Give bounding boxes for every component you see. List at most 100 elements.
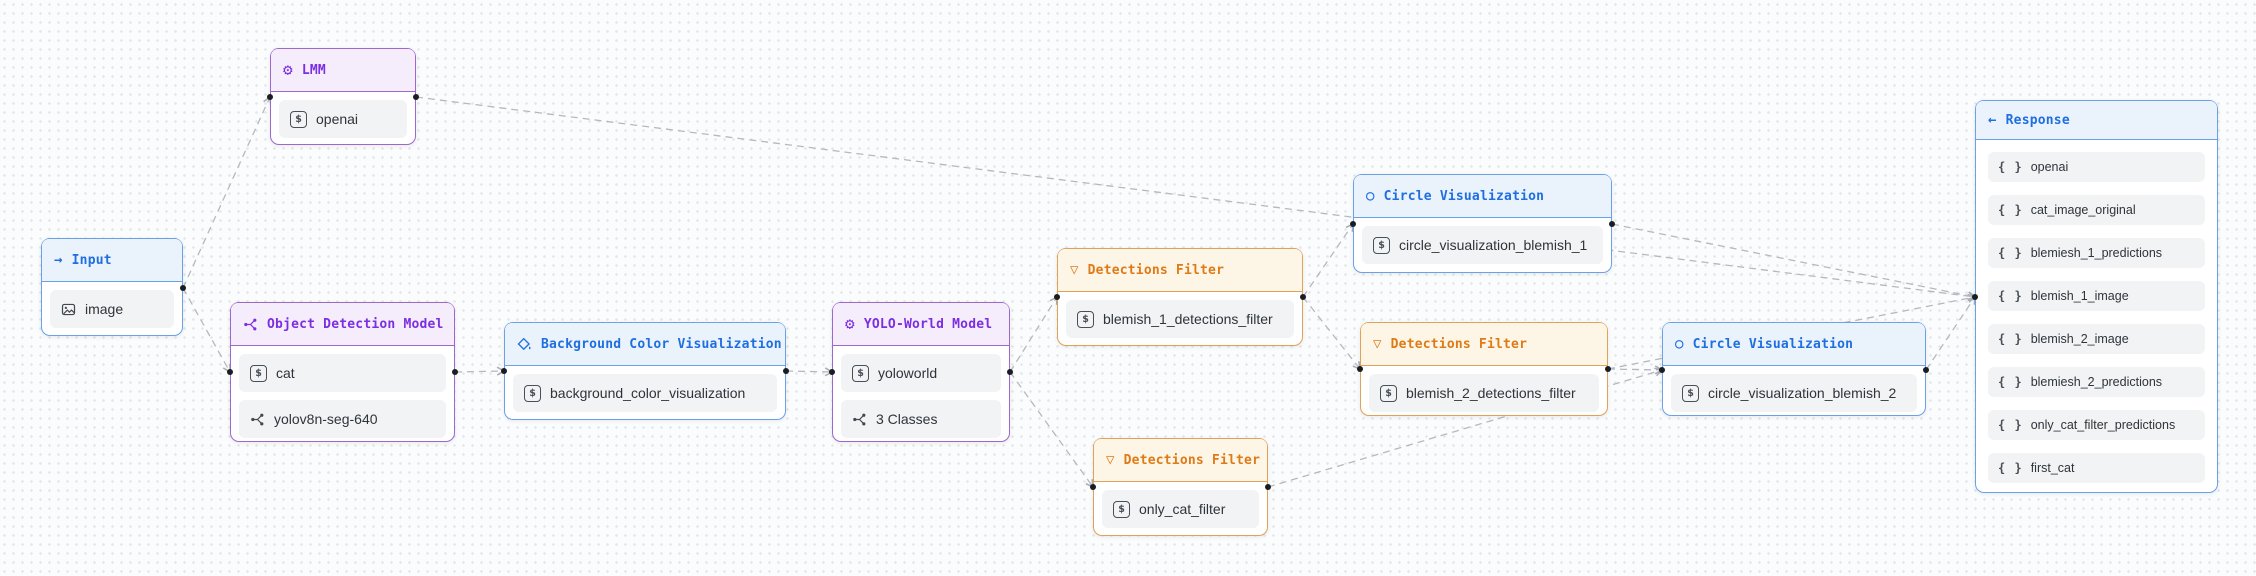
node-body: $ background_color_visualization bbox=[505, 366, 785, 420]
edge-filter1-circle-visualization-1 bbox=[1302, 224, 1353, 298]
braces-icon: { } bbox=[1998, 289, 2023, 303]
image-icon bbox=[61, 302, 76, 317]
node-body: $ openai bbox=[271, 92, 415, 146]
node-title: Circle Visualization bbox=[1692, 336, 1854, 352]
node-item[interactable]: { } openai bbox=[1988, 152, 2205, 182]
node-item[interactable]: { } blemish_1_image bbox=[1988, 281, 2205, 311]
node-body: $ only_cat_filter bbox=[1094, 482, 1267, 536]
node-title: Detections Filter bbox=[1123, 452, 1261, 468]
node-item[interactable]: { } blemiesh_1_predictions bbox=[1988, 238, 2205, 268]
node-item[interactable]: $ yoloworld bbox=[841, 354, 1001, 392]
arrow-left-icon: ← bbox=[1988, 112, 1997, 128]
string-icon: $ bbox=[852, 364, 869, 382]
node-body: $ blemish_2_detections_filter bbox=[1361, 366, 1607, 420]
node-item[interactable]: 3 Classes bbox=[841, 400, 1001, 438]
node-item[interactable]: image bbox=[50, 290, 174, 328]
node-input-header[interactable]: → Input bbox=[42, 239, 182, 282]
node-item[interactable]: { } only_cat_filter_predictions bbox=[1988, 410, 2205, 440]
node-body: $ cat yolov8n-seg-640 bbox=[231, 346, 454, 446]
node-item[interactable]: $ blemish_1_detections_filter bbox=[1066, 300, 1294, 338]
node-item[interactable]: $ circle_visualization_blemish_2 bbox=[1671, 374, 1917, 412]
node-detections-filter-only-cat[interactable]: ▽ Detections Filter $ only_cat_filter bbox=[1093, 438, 1268, 536]
node-item[interactable]: yolov8n-seg-640 bbox=[239, 400, 446, 438]
node-response[interactable]: ← Response { } openai { } cat_image_orig… bbox=[1975, 100, 2218, 493]
node-detections-filter-blemish-1[interactable]: ▽ Detections Filter $ blemish_1_detectio… bbox=[1057, 248, 1303, 346]
edge-bcv-yolo-world-model bbox=[785, 371, 832, 372]
node-item[interactable]: $ background_color_visualization bbox=[513, 374, 777, 412]
string-icon: $ bbox=[250, 364, 267, 382]
braces-icon: { } bbox=[1998, 203, 2023, 217]
item-label: only_cat_filter bbox=[1139, 501, 1226, 517]
node-item[interactable]: $ openai bbox=[279, 100, 407, 138]
arrow-right-icon: → bbox=[54, 252, 63, 268]
item-label: blemiesh_1_predictions bbox=[2030, 246, 2163, 260]
item-label: blemish_2_image bbox=[2030, 332, 2129, 346]
node-title: Response bbox=[2005, 112, 2070, 128]
string-icon: $ bbox=[1077, 310, 1094, 328]
node-item[interactable]: { } first_cat bbox=[1988, 453, 2205, 483]
item-label: cat_image_original bbox=[2030, 203, 2136, 217]
circle-icon: ○ bbox=[1675, 336, 1684, 352]
node-item[interactable]: $ cat bbox=[239, 354, 446, 392]
funnel-icon: ▽ bbox=[1070, 262, 1079, 278]
model-icon bbox=[852, 412, 867, 427]
node-filter2-header[interactable]: ▽ Detections Filter bbox=[1361, 323, 1607, 366]
node-circle2-header[interactable]: ○ Circle Visualization bbox=[1663, 323, 1925, 366]
braces-icon: { } bbox=[1998, 332, 2023, 346]
node-body: image bbox=[42, 282, 182, 336]
node-yolo-header[interactable]: ⚙ YOLO-World Model bbox=[833, 303, 1009, 346]
edge-filter2-circle-visualization-2 bbox=[1607, 369, 1662, 370]
string-icon: $ bbox=[1682, 384, 1699, 402]
node-bcv-header[interactable]: Background Color Visualization bbox=[505, 323, 785, 366]
node-body: $ blemish_1_detections_filter bbox=[1058, 292, 1302, 346]
item-label: blemish_1_image bbox=[2030, 289, 2129, 303]
node-circle-visualization-blemish-2[interactable]: ○ Circle Visualization $ circle_visualiz… bbox=[1662, 322, 1926, 416]
gear-icon: ⚙ bbox=[283, 60, 293, 79]
model-icon bbox=[250, 412, 265, 427]
node-lmm[interactable]: ⚙ LMM $ openai bbox=[270, 48, 416, 145]
item-label: first_cat bbox=[2030, 461, 2075, 475]
braces-icon: { } bbox=[1998, 375, 2023, 389]
string-icon: $ bbox=[290, 110, 307, 128]
node-title: Input bbox=[71, 252, 112, 268]
edge-yolo-detections-filter-only-cat bbox=[1009, 371, 1093, 487]
node-body: $ circle_visualization_blemish_1 bbox=[1354, 218, 1611, 272]
node-circle1-header[interactable]: ○ Circle Visualization bbox=[1354, 175, 1611, 218]
node-odm-header[interactable]: Object Detection Model bbox=[231, 303, 454, 346]
node-body: $ yoloworld 3 Classes bbox=[833, 346, 1009, 446]
node-yolo-world-model[interactable]: ⚙ YOLO-World Model $ yoloworld 3 Classes bbox=[832, 302, 1010, 442]
node-title: Background Color Visualization bbox=[541, 336, 782, 352]
item-label: yoloworld bbox=[878, 365, 938, 381]
node-input[interactable]: → Input image bbox=[41, 238, 183, 336]
edge-odm-background-color-visualization bbox=[454, 371, 504, 372]
node-item[interactable]: $ blemish_2_detections_filter bbox=[1369, 374, 1599, 412]
node-lmm-header[interactable]: ⚙ LMM bbox=[271, 49, 415, 92]
node-background-color-visualization[interactable]: Background Color Visualization $ backgro… bbox=[504, 322, 786, 420]
node-filter3-header[interactable]: ▽ Detections Filter bbox=[1094, 439, 1267, 482]
node-item[interactable]: { } blemiesh_2_predictions bbox=[1988, 367, 2205, 397]
node-title: Object Detection Model bbox=[267, 316, 444, 332]
node-detections-filter-blemish-2[interactable]: ▽ Detections Filter $ blemish_2_detectio… bbox=[1360, 322, 1608, 416]
node-item[interactable]: { } cat_image_original bbox=[1988, 195, 2205, 225]
item-label: blemish_1_detections_filter bbox=[1103, 311, 1273, 327]
edge-circle2-response bbox=[1925, 297, 1975, 371]
node-item[interactable]: { } blemish_2_image bbox=[1988, 324, 2205, 354]
item-label: 3 Classes bbox=[876, 411, 938, 427]
node-object-detection-model[interactable]: Object Detection Model $ cat yolov8n-seg… bbox=[230, 302, 455, 442]
paint-bucket-icon bbox=[517, 337, 532, 352]
node-response-header[interactable]: ← Response bbox=[1976, 101, 2217, 140]
item-label: circle_visualization_blemish_1 bbox=[1399, 237, 1588, 253]
node-title: Detections Filter bbox=[1390, 336, 1528, 352]
node-body: $ circle_visualization_blemish_2 bbox=[1663, 366, 1925, 420]
item-label: only_cat_filter_predictions bbox=[2030, 418, 2176, 432]
string-icon: $ bbox=[1380, 384, 1397, 402]
node-item[interactable]: $ circle_visualization_blemish_1 bbox=[1362, 226, 1603, 264]
node-circle-visualization-blemish-1[interactable]: ○ Circle Visualization $ circle_visualiz… bbox=[1353, 174, 1612, 273]
edge-input-object-detection-model bbox=[182, 287, 230, 372]
node-filter1-header[interactable]: ▽ Detections Filter bbox=[1058, 249, 1302, 292]
item-label: image bbox=[85, 301, 124, 317]
braces-icon: { } bbox=[1998, 160, 2023, 174]
node-item[interactable]: $ only_cat_filter bbox=[1102, 490, 1259, 528]
item-label: openai bbox=[316, 111, 359, 127]
